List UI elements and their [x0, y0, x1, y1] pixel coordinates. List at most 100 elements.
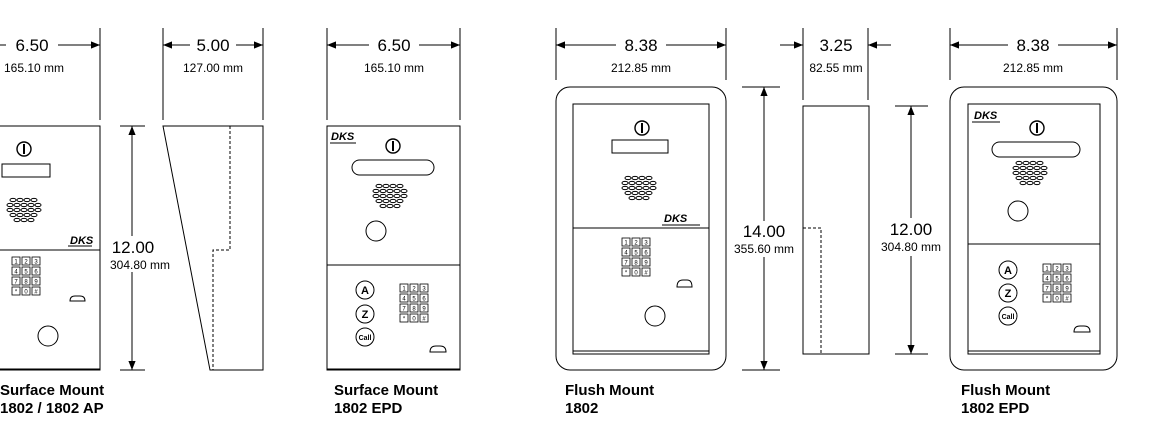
- keypad-key[interactable]: [409, 303, 419, 313]
- button-z[interactable]: [998, 283, 1018, 303]
- card-slot: [1, 163, 51, 178]
- keypad-key[interactable]: [11, 286, 21, 296]
- keypad-key[interactable]: [1042, 293, 1052, 303]
- keypad-key[interactable]: [621, 237, 631, 247]
- keypad-key[interactable]: [21, 276, 31, 286]
- keypad-key[interactable]: [1042, 283, 1052, 293]
- keypad-key[interactable]: [21, 286, 31, 296]
- keypad-key-label: 2: [634, 241, 638, 247]
- keypad-key-label: 1: [624, 241, 628, 247]
- keypad-key[interactable]: [21, 256, 31, 266]
- card-slot: [991, 141, 1081, 158]
- keypad-key[interactable]: [641, 237, 651, 247]
- keypad-key[interactable]: [11, 266, 21, 276]
- keypad-key[interactable]: [399, 283, 409, 293]
- keypad-key[interactable]: [1062, 283, 1072, 293]
- keypad-key[interactable]: [1042, 273, 1052, 283]
- keypad-key[interactable]: [31, 276, 41, 286]
- button-a[interactable]: [998, 260, 1018, 280]
- keypad-key-label: 8: [412, 307, 416, 313]
- button-call[interactable]: [998, 306, 1018, 326]
- keypad-key[interactable]: [621, 257, 631, 267]
- keypad-key[interactable]: [631, 267, 641, 277]
- keypad-key[interactable]: [419, 313, 429, 323]
- keypad-key[interactable]: [31, 266, 41, 276]
- dks-logo: DKS: [664, 213, 688, 225]
- panel-outline: [0, 125, 101, 371]
- width-in: 8.38: [624, 36, 657, 55]
- keypad-key[interactable]: [621, 267, 631, 277]
- keypad-key[interactable]: [419, 283, 429, 293]
- caption-line-2: 1802 EPD: [334, 400, 403, 417]
- keypad-key[interactable]: [31, 256, 41, 266]
- keypad-key[interactable]: [641, 257, 651, 267]
- view-flush-side: 3.25 82.55 mm: [780, 28, 891, 355]
- button-call-label: Call: [1002, 314, 1015, 321]
- keypad-key[interactable]: [1042, 263, 1052, 273]
- keypad-key[interactable]: [419, 303, 429, 313]
- button-a-label: A: [361, 285, 369, 297]
- keypad-key[interactable]: [409, 293, 419, 303]
- keypad-key-label: 6: [422, 297, 426, 303]
- keypad-key[interactable]: [399, 313, 409, 323]
- keypad-key-label: 6: [1065, 277, 1069, 283]
- card-slot: [611, 139, 669, 154]
- keypad-key[interactable]: [1052, 283, 1062, 293]
- button-call[interactable]: [355, 327, 375, 347]
- keypad-key[interactable]: [399, 303, 409, 313]
- keypad-key-label: 2: [1055, 267, 1059, 273]
- side-profile-outline: [162, 125, 264, 371]
- button-z-label: Z: [362, 309, 369, 321]
- keypad-key[interactable]: [31, 286, 41, 296]
- keypad-key-label: 6: [644, 251, 648, 257]
- mic-icon: [69, 295, 86, 302]
- keypad-key[interactable]: [631, 247, 641, 257]
- depth-in: 5.00: [196, 36, 229, 55]
- keypad-key[interactable]: [641, 247, 651, 257]
- panel-outline: [967, 103, 1101, 355]
- key-lock-icon: [1029, 120, 1045, 136]
- keypad-key-label: 7: [624, 261, 628, 267]
- keypad-key[interactable]: [1062, 293, 1072, 303]
- keypad-key[interactable]: [1052, 263, 1062, 273]
- keypad-key[interactable]: [631, 237, 641, 247]
- speaker-grille-icon: [621, 175, 657, 201]
- keypad-key-label: 0: [1055, 297, 1059, 303]
- keypad-key-label: 2: [24, 260, 28, 266]
- keypad-key[interactable]: [631, 257, 641, 267]
- keypad-key-label: 9: [422, 307, 426, 313]
- keypad-key[interactable]: [11, 276, 21, 286]
- button-z[interactable]: [355, 304, 375, 324]
- keypad-key[interactable]: [399, 293, 409, 303]
- caption-line-2: 1802 / 1802 AP: [0, 400, 104, 417]
- dks-logo: DKS: [331, 131, 355, 143]
- keypad-key[interactable]: [1052, 293, 1062, 303]
- keypad-key[interactable]: [11, 256, 21, 266]
- keypad-key[interactable]: [409, 283, 419, 293]
- keypad-key-label: 5: [634, 251, 638, 257]
- keypad-key[interactable]: [641, 267, 651, 277]
- width-mm: 212.85 mm: [611, 61, 671, 75]
- keypad-key-label: 2: [412, 287, 416, 293]
- keypad-key[interactable]: [1062, 273, 1072, 283]
- camera-lens: [37, 325, 59, 347]
- keypad-key[interactable]: [419, 293, 429, 303]
- side-profile-outline: [802, 105, 870, 355]
- keypad-key-label: 3: [34, 260, 38, 266]
- keypad-key[interactable]: [1062, 263, 1072, 273]
- keypad-key[interactable]: [621, 247, 631, 257]
- keypad-key[interactable]: [409, 313, 419, 323]
- view-flush-1802-epd: 12.00 304.80 mm 8.38 212.85 mm DKS A Z C…: [872, 28, 1118, 417]
- button-a[interactable]: [355, 280, 375, 300]
- speaker-grille-icon: [6, 197, 42, 223]
- keypad-key-label: 3: [644, 241, 648, 247]
- keypad-key[interactable]: [1052, 273, 1062, 283]
- keypad-key-label: 5: [412, 297, 416, 303]
- keypad-key[interactable]: [21, 266, 31, 276]
- height-in: 12.00: [890, 220, 933, 239]
